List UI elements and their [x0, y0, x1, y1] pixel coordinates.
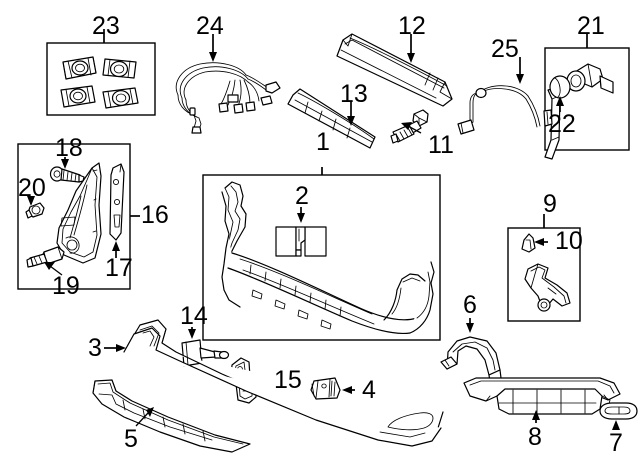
part-wiring-harness[interactable] [175, 62, 281, 134]
callout-label-14[interactable]: 14 [180, 302, 208, 330]
arrow-17 [112, 241, 120, 251]
callout-label-2[interactable]: 2 [295, 182, 309, 210]
arrow-19 [44, 262, 55, 270]
callout-label-24[interactable]: 24 [196, 12, 224, 40]
arrow-13 [347, 116, 355, 126]
part-sensor-retainer-ring[interactable] [549, 75, 571, 99]
arrow-12 [407, 53, 415, 63]
part-lower-valance-trim[interactable] [123, 319, 444, 447]
part-parking-sensor[interactable] [566, 63, 614, 94]
part-bracket-end-cap[interactable] [440, 336, 502, 383]
callout-label-22[interactable]: 22 [548, 110, 576, 138]
part-bumper-lower-panel[interactable] [463, 377, 621, 415]
part-bumper-bracket[interactable] [56, 162, 102, 264]
part-side-bracket[interactable] [524, 263, 571, 312]
arrow-3 [116, 344, 126, 352]
arrow-4 [342, 386, 352, 394]
callout-label-11[interactable]: 11 [428, 131, 454, 159]
part-bulb[interactable] [25, 202, 45, 219]
callout-label-21[interactable]: 21 [577, 12, 605, 40]
arrow-20 [27, 196, 35, 206]
callout-label-17[interactable]: 17 [105, 254, 133, 282]
part-side-molding-strip[interactable] [109, 163, 125, 241]
arrow-18 [61, 159, 69, 169]
callout-label-18[interactable]: 18 [55, 134, 83, 162]
callout-label-19[interactable]: 19 [52, 272, 80, 300]
part-lower-spoiler-skirt[interactable] [92, 379, 251, 453]
part-mounting-screw[interactable] [49, 166, 85, 183]
callout-label-5[interactable]: 5 [124, 425, 138, 453]
arrow-11 [401, 122, 412, 130]
callout-label-7[interactable]: 7 [609, 429, 623, 457]
part-bracket-cap-nut[interactable] [521, 233, 536, 253]
part-bumper-cover-clip[interactable] [275, 226, 327, 257]
callout-label-1[interactable]: 1 [316, 128, 330, 156]
part-reinforcement-beam[interactable] [336, 33, 453, 107]
callout-label-9[interactable]: 9 [543, 190, 557, 218]
leader-5 [135, 412, 149, 427]
part-step-trim-panel[interactable] [287, 88, 376, 149]
callout-label-4[interactable]: 4 [362, 376, 376, 404]
callout-label-6[interactable]: 6 [463, 291, 477, 319]
arrow-8 [532, 410, 540, 420]
arrow-5 [146, 407, 154, 417]
leader-19 [49, 265, 63, 276]
callout-label-25[interactable]: 25 [491, 35, 519, 63]
arrow-6 [466, 323, 474, 333]
part-oval-grommet-plug[interactable] [599, 402, 638, 420]
callout-label-10[interactable]: 10 [555, 227, 583, 255]
callout-label-20[interactable]: 20 [18, 174, 46, 202]
arrow-25 [516, 74, 524, 84]
part-bumper-clip-set[interactable] [60, 56, 139, 109]
callout-label-13[interactable]: 13 [340, 80, 368, 108]
callout-label-12[interactable]: 12 [398, 12, 426, 40]
part-flange-bolt[interactable] [390, 109, 429, 144]
callout-label-23[interactable]: 23 [92, 12, 120, 40]
arrow-14 [188, 329, 196, 339]
arrow-7 [612, 420, 620, 430]
callout-label-3[interactable]: 3 [88, 334, 102, 362]
callout-label-8[interactable]: 8 [528, 423, 542, 451]
arrow-2 [297, 213, 305, 223]
arrow-10 [534, 238, 544, 246]
callout-label-16[interactable]: 16 [141, 201, 169, 229]
clip-set-box[interactable] [46, 42, 156, 116]
callout-label-15[interactable]: 15 [274, 366, 302, 394]
part-side-support-bracket[interactable] [181, 339, 230, 367]
leader-11 [407, 125, 422, 134]
arrow-24 [209, 52, 217, 62]
part-bumper-retainer-clip[interactable] [310, 377, 341, 400]
arrow-22 [556, 96, 564, 106]
part-rear-bumper-cover[interactable] [221, 181, 435, 335]
